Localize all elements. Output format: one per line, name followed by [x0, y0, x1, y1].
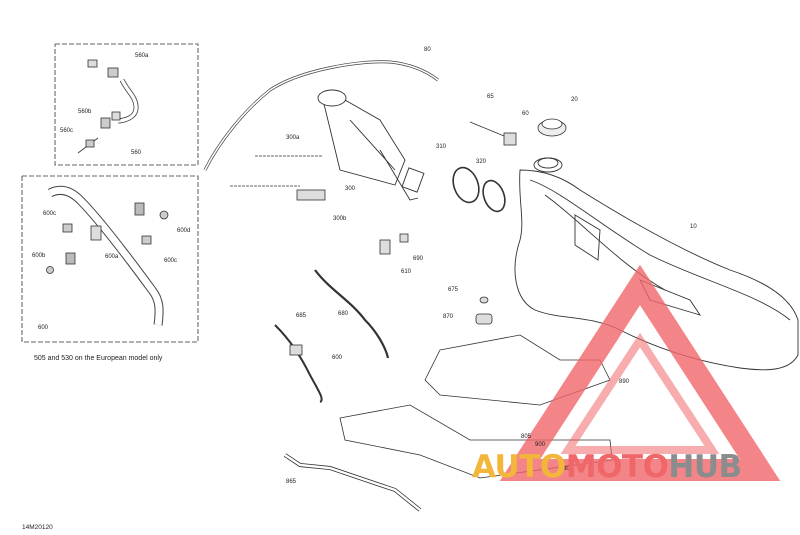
callout-870: 870 — [443, 314, 454, 320]
vent-hose-assembly-600 — [46, 185, 169, 326]
drawing-code: 14M20120 — [22, 524, 53, 531]
support-bracket-865 — [283, 453, 422, 512]
callout-10: 10 — [690, 224, 697, 230]
callout-610: 610 — [401, 269, 412, 275]
callout-690: 690 — [413, 256, 424, 262]
callout-890: 890 — [619, 379, 630, 385]
callout-600c-left: 600c — [43, 211, 56, 217]
european-model-footnote: 505 and 530 on the European model only — [34, 355, 163, 362]
fuel-tank-10 — [514, 157, 799, 371]
fuel-line-80 — [203, 60, 439, 171]
fuel-cap-20 — [537, 118, 567, 137]
grommet-870 — [475, 296, 493, 325]
o-rings — [452, 166, 506, 213]
callout-805: 805 — [521, 434, 532, 440]
fuel-pump-300 — [317, 89, 425, 201]
callout-600: 600 — [332, 355, 343, 361]
wiring-harness-600 — [274, 233, 409, 403]
callout-600c: 600c — [164, 258, 177, 264]
watermark-auto: AUTO — [472, 449, 566, 485]
callout-560: 560 — [131, 150, 142, 156]
watermark-moto: MOTO — [565, 449, 669, 485]
callout-80: 80 — [424, 47, 431, 53]
callout-320: 320 — [476, 159, 487, 165]
callout-865: 865 — [286, 479, 297, 485]
callout-675: 675 — [448, 287, 459, 293]
watermark-logo — [499, 264, 781, 481]
callout-560a: 560a — [135, 53, 149, 59]
callout-600b: 600b — [32, 253, 46, 259]
inset-box-560 — [54, 43, 199, 166]
callout-65: 65 — [487, 94, 494, 100]
callout-60: 60 — [522, 111, 529, 117]
callout-300a: 300a — [286, 135, 300, 141]
callout-300b: 300b — [333, 216, 347, 222]
fuel-flange-60 — [469, 121, 517, 146]
callout-20: 20 — [571, 97, 578, 103]
vent-hose-assembly-560 — [77, 59, 139, 154]
sensor-300b — [230, 185, 326, 201]
callout-900: 900 — [535, 442, 546, 448]
callout-310: 310 — [436, 144, 447, 150]
callout-680: 680 — [338, 311, 349, 317]
callout-600-inset: 600 — [38, 325, 49, 331]
callout-600a: 600a — [105, 254, 119, 260]
watermark-hub: HUB — [668, 449, 742, 485]
watermark-text: AUTOMOTOHUB — [472, 452, 742, 483]
callout-560c: 560c — [60, 128, 73, 134]
callout-560b: 560b — [78, 109, 92, 115]
callout-800: 800 — [563, 466, 574, 472]
callout-685: 685 — [296, 313, 307, 319]
callout-600d: 600d — [177, 228, 190, 234]
callout-300: 300 — [345, 186, 356, 192]
